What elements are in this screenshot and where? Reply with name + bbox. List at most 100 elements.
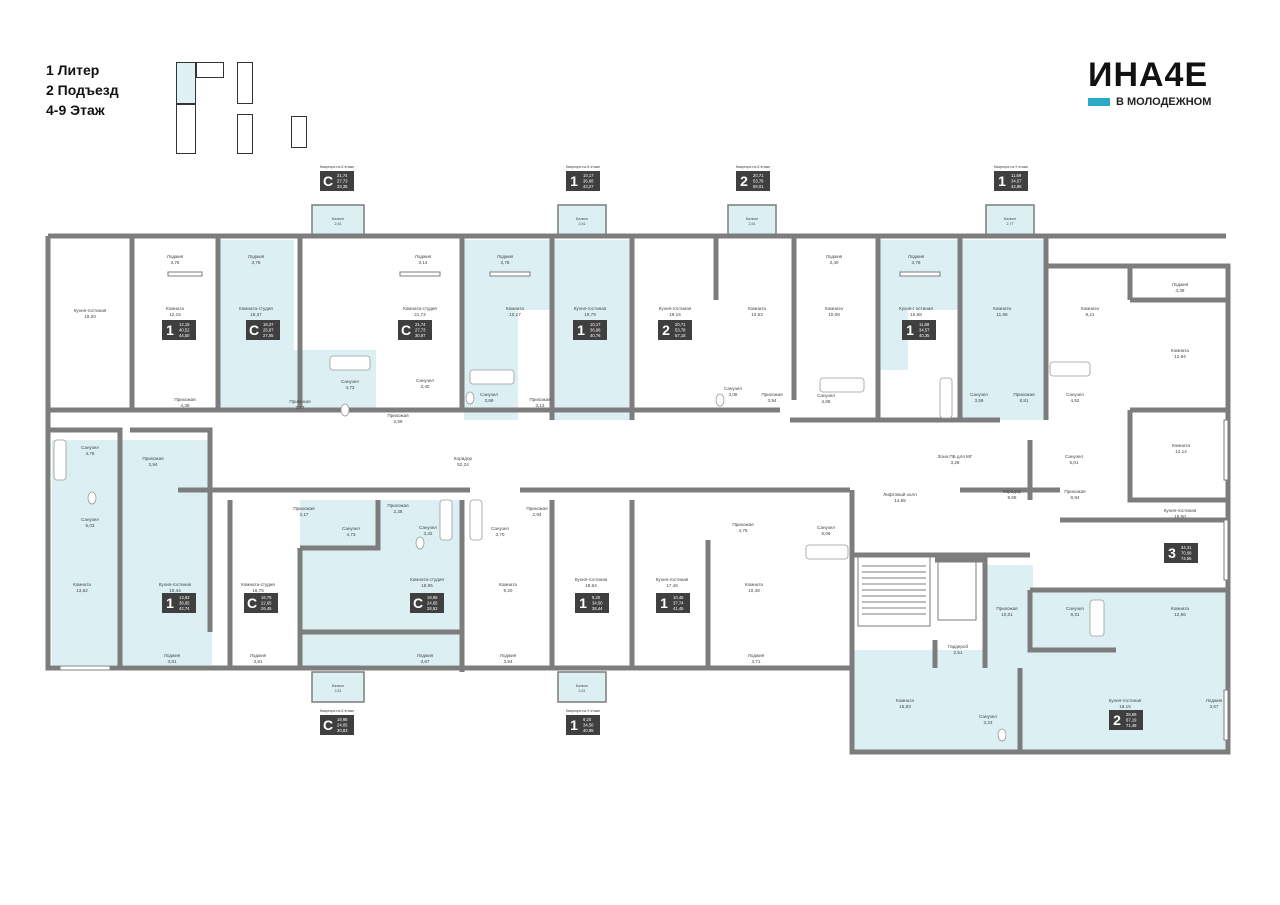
other-floor-tag-t2: Квартира на 8 этаже — [566, 165, 600, 169]
room-name: Лоджия — [415, 254, 432, 259]
apartment-type: 1 — [166, 595, 174, 611]
badge-box — [573, 320, 607, 340]
room-name: Кухня-гостиная — [574, 306, 607, 311]
apartment-area: 41,45 — [673, 606, 684, 611]
apartment-area: 43,27 — [583, 184, 594, 189]
room-name: Прихожая — [996, 606, 1018, 611]
window-t2 — [399, 271, 441, 277]
bathtub-1 — [329, 355, 371, 371]
room-area: 3,94 — [768, 398, 777, 403]
apartment-type: 3 — [1168, 545, 1176, 561]
room-area: 4,39 — [181, 403, 190, 408]
room-area: 3,14 — [419, 260, 428, 265]
apartment-area: 9,20 — [592, 595, 601, 600]
apartment-area: 24,65 — [337, 723, 348, 728]
room-area: 8,31 — [1071, 612, 1080, 617]
fixtures — [53, 355, 1105, 742]
apartment-area: 13,62 — [179, 595, 190, 600]
room-area: 3,81 — [254, 659, 263, 664]
room-name: Кухня-гостиная — [1109, 698, 1142, 703]
bathtub-4 — [939, 377, 953, 419]
other-floor-tag-t3: Квартира на 8 этаже — [736, 165, 770, 169]
fill-studio-c-b — [300, 630, 360, 670]
apartment-area: 34,50 — [592, 601, 603, 606]
apartment-type: 1 — [166, 322, 174, 338]
room-area: 3,78 — [171, 260, 180, 265]
apartment-area: 27,73 — [415, 328, 426, 333]
room-name: Лоджия — [497, 254, 514, 259]
balcony-3 — [727, 204, 777, 236]
badge-box — [658, 320, 692, 340]
room-name: Прихожая — [293, 506, 315, 511]
toilet-1 — [340, 403, 350, 417]
room-name: Санузел — [1066, 606, 1084, 611]
room-area: 2,51 — [954, 650, 963, 655]
room-name: Санузел — [416, 378, 434, 383]
apartment-area: 74,55 — [1181, 556, 1192, 561]
walls-studio-c — [300, 500, 460, 635]
room-area: 5,03 — [86, 523, 95, 528]
badge-box — [244, 593, 278, 613]
other-floor-tag-t4: Квартира на 9 этаже — [994, 165, 1028, 169]
apartment-area: 11,69 — [919, 322, 930, 327]
apartment-type: С — [401, 322, 411, 338]
room-name: Лоджия — [1206, 698, 1223, 703]
room-name: Лоджия — [248, 254, 265, 259]
apartment-area: 28,69 — [1126, 712, 1137, 717]
bathtub-10 — [1089, 599, 1105, 637]
room-area: 16,75 — [252, 588, 264, 593]
room-area: 3,94 — [149, 462, 158, 467]
apartment-area: 53,78 — [675, 328, 686, 333]
room-name: Комната-студия — [403, 306, 437, 311]
room-name: Комната — [506, 306, 524, 311]
balcony-area: 2,77 — [1007, 222, 1014, 226]
apartment-area: 16,75 — [261, 595, 272, 600]
wall-corridor-top — [48, 407, 1000, 423]
apartment-area: 34,57 — [919, 328, 930, 333]
room-name: Прихожая — [529, 397, 551, 402]
room-name: Комната — [1081, 306, 1099, 311]
room-area: 4,52 — [1071, 398, 1080, 403]
apartment-area: 20,71 — [675, 322, 686, 327]
building-floors: 4-9 Этаж — [46, 102, 105, 118]
walls-top-partitions — [129, 236, 1049, 420]
room-name: Лоджия — [250, 653, 267, 658]
room-area: 3,67 — [1210, 704, 1219, 709]
apartment-area: 38,44 — [592, 606, 603, 611]
badge-box — [656, 593, 690, 613]
building-entrance: 2 Подъезд — [46, 82, 119, 98]
apartment-area: 28,52 — [427, 606, 438, 611]
apartment-area: 38,95 — [179, 601, 190, 606]
room-name: Лоджия — [908, 254, 925, 259]
tag-title: Квартира на 8 этаже — [320, 165, 354, 169]
room-name: Прихожая — [732, 522, 754, 527]
building-info: 1 Литер 2 Подъезд 4-9 Этаж — [46, 60, 119, 120]
balcony-area: 2,51 — [579, 689, 586, 693]
apartment-area: 10,46 — [673, 595, 684, 600]
room-name: Санузел — [81, 517, 99, 522]
apartment-type: С — [249, 322, 259, 338]
